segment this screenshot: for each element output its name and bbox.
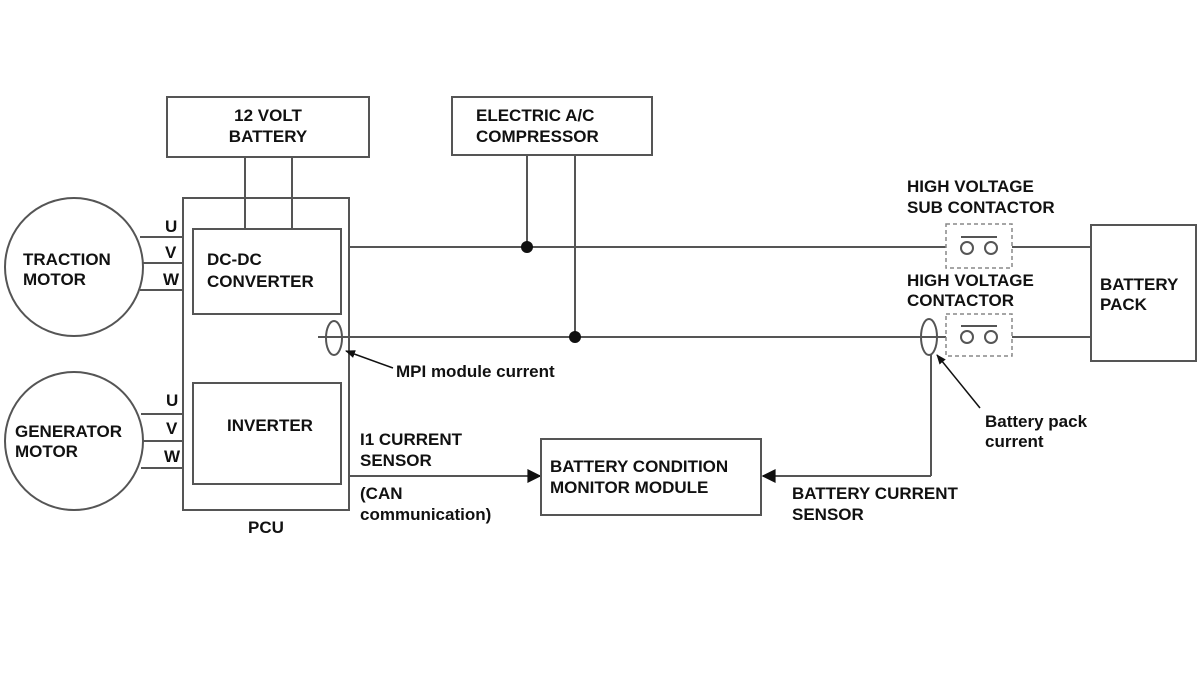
battery-12v: 12 VOLT BATTERY [166,96,370,158]
mpi-current-pointer [345,350,394,369]
hv-sub-contactor-label-2: SUB CONTACTOR [907,198,1055,217]
i1-sensor-label-2: SENSOR [360,451,432,470]
dcdc-converter-label-2: CONVERTER [207,272,314,291]
mpi-current-sensor-ring [325,320,343,356]
pcu-label: PCU [248,518,284,537]
ac-compressor-label-1: ELECTRIC A/C [476,106,594,125]
inverter: INVERTER [192,382,342,485]
battery-pack-current-label-1: Battery pack [985,412,1088,431]
hv-sub-contactor [945,223,1013,269]
battery-current-sensor-label-2: SENSOR [792,505,864,524]
traction-phase-v-label: V [165,243,177,262]
dcdc-converter: DC-DC CONVERTER [192,228,342,315]
battery-pack: BATTERY PACK [1090,224,1197,362]
dcdc-converter-label-1: DC-DC [207,250,262,269]
battery-pack-current-label-2: current [985,432,1044,451]
ac-compressor: ELECTRIC A/C COMPRESSOR [451,96,653,156]
bcm-module-label-2: MONITOR MODULE [550,478,708,497]
inverter-label: INVERTER [227,416,313,435]
battery-12v-label-1: 12 VOLT [234,106,302,125]
battery-pack-label-2: PACK [1100,295,1148,314]
junction-dot-positive [521,241,533,253]
generator-phase-w-label: W [164,447,181,466]
traction-phase-u-label: U [165,217,177,236]
generator-motor-label-1: GENERATOR [15,422,122,441]
mpi-current-label: MPI module current [396,362,555,381]
battery-pack-current-pointer [936,354,981,409]
can-comm-label-1: (CAN [360,484,403,503]
traction-motor: TRACTION MOTOR [4,197,144,337]
battery-12v-label-2: BATTERY [229,127,308,146]
hv-contactor-label-2: CONTACTOR [907,291,1014,310]
battery-current-sensor-ring [920,318,938,356]
generator-motor: GENERATOR MOTOR [4,371,144,511]
traction-motor-label-2: MOTOR [23,270,86,289]
battery-pack-label-1: BATTERY [1100,275,1179,294]
bcm-module-label-1: BATTERY CONDITION [550,457,728,476]
hv-contactor [945,313,1013,357]
generator-phase-v-label: V [166,419,178,438]
hv-sub-contactor-label-1: HIGH VOLTAGE [907,177,1034,196]
i1-sensor-label-1: I1 CURRENT [360,430,463,449]
ac-compressor-label-2: COMPRESSOR [476,127,599,146]
can-comm-label-2: communication) [360,505,491,524]
junction-dot-negative [569,331,581,343]
generator-phase-u-label: U [166,391,178,410]
generator-motor-label-2: MOTOR [15,442,78,461]
battery-condition-monitor-module: BATTERY CONDITION MONITOR MODULE [540,438,762,516]
battery-current-sensor-label-1: BATTERY CURRENT [792,484,959,503]
traction-phase-w-label: W [163,270,180,289]
traction-motor-label-1: TRACTION [23,250,111,269]
hv-contactor-label-1: HIGH VOLTAGE [907,271,1034,290]
